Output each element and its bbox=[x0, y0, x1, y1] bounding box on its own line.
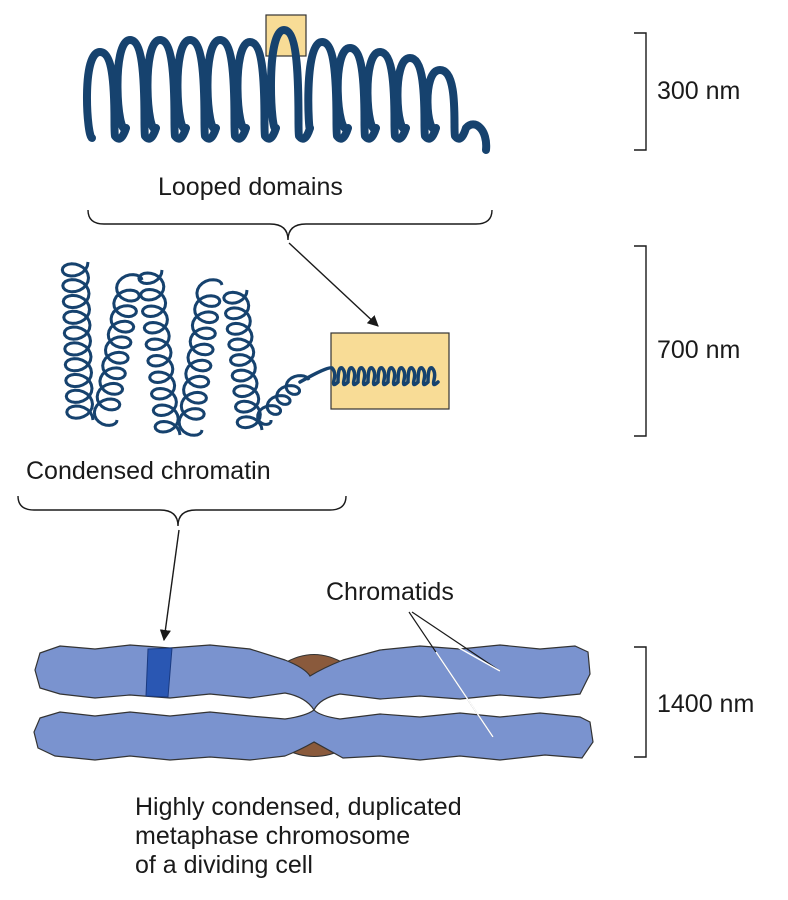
scale-bar-300nm bbox=[634, 32, 647, 151]
caption-line-1: Highly condensed, duplicated bbox=[135, 793, 462, 821]
coil-tail-fiber bbox=[298, 366, 440, 387]
chromosome-caption: Highly condensed, duplicated metaphase c… bbox=[135, 793, 462, 880]
chromosome-band bbox=[145, 647, 173, 698]
chromatid-upper bbox=[34, 644, 591, 712]
arrow-to-highlight-box bbox=[288, 242, 379, 327]
scale-label-1400nm: 1400 nm bbox=[657, 690, 755, 718]
caption-line-2: metaphase chromosome bbox=[135, 822, 411, 850]
looped-domains-brace bbox=[87, 209, 493, 241]
chromatin-coil bbox=[177, 278, 224, 437]
condensed-chromatin-coils bbox=[60, 261, 311, 437]
chromatid-lower bbox=[33, 709, 594, 761]
chromatin-coil bbox=[256, 374, 311, 426]
condensed-chromatin-brace bbox=[17, 495, 347, 527]
chromatid-pointer-lower-white bbox=[435, 651, 494, 738]
looped-domains-label: Looped domains bbox=[158, 173, 343, 201]
scale-label-700nm: 700 nm bbox=[657, 336, 741, 364]
scale-bar-1400nm bbox=[634, 646, 647, 758]
looped-domains-fiber bbox=[83, 26, 491, 154]
metaphase-chromosome bbox=[33, 644, 594, 761]
scale-label-300nm: 300 nm bbox=[657, 77, 741, 105]
scale-bar-700nm bbox=[634, 245, 647, 437]
chromatids-label: Chromatids bbox=[326, 578, 454, 606]
chromatid-pointer-upper bbox=[411, 611, 501, 672]
condensed-chromatin-label: Condensed chromatin bbox=[26, 457, 271, 485]
caption-line-3: of a dividing cell bbox=[135, 851, 313, 879]
chromatin-coil bbox=[92, 273, 144, 427]
arrow-to-chromosome-band bbox=[159, 529, 180, 642]
chromatin-coil bbox=[60, 261, 95, 421]
chromatid-pointer-upper-white bbox=[451, 643, 501, 672]
chromatin-coil bbox=[137, 269, 182, 436]
chromatin-coil bbox=[222, 289, 264, 431]
